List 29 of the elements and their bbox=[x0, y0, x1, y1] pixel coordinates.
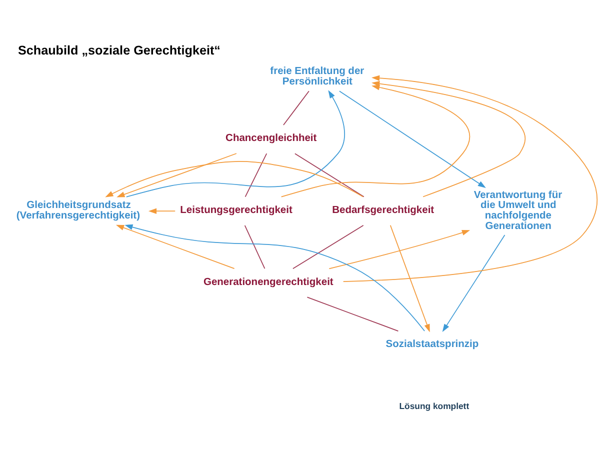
connector bbox=[283, 90, 310, 125]
arrow bbox=[328, 229, 470, 269]
arrow bbox=[442, 234, 506, 332]
arrow bbox=[105, 160, 364, 197]
arrow bbox=[390, 224, 430, 332]
node-text: freie Entfaltung der Persönlichkeit bbox=[270, 66, 364, 87]
arrow bbox=[342, 74, 598, 282]
node-text: Gleichheitsgrundsatz (Verfahrensgerechtigkeit) bbox=[16, 200, 140, 221]
arrow bbox=[116, 152, 237, 197]
diagram-title: Schaubild „soziale Gerechtigkeit“ bbox=[18, 43, 220, 58]
arrow bbox=[372, 80, 526, 197]
node-text: Sozialstaatsprinzip bbox=[386, 338, 479, 350]
connector bbox=[292, 224, 364, 269]
connector bbox=[244, 152, 268, 197]
node-text: Leistungsgerechtigkeit bbox=[180, 204, 292, 216]
connector bbox=[294, 152, 364, 197]
connector bbox=[306, 296, 399, 331]
node-text: Chancengleichheit bbox=[226, 132, 317, 144]
node-text: Bedarfsgerechtigkeit bbox=[332, 204, 434, 216]
arrow bbox=[339, 90, 486, 188]
arrow bbox=[126, 90, 345, 197]
label: Lösung komplett bbox=[399, 400, 470, 411]
arrow bbox=[116, 224, 235, 269]
arrow bbox=[148, 208, 176, 214]
node-text: Generationengerechtigkeit bbox=[203, 276, 334, 288]
arrow bbox=[124, 224, 425, 331]
node-text: Verantwortung für die Umwelt und nachfolgende Generationen bbox=[474, 189, 562, 232]
connector bbox=[244, 224, 266, 269]
arrow bbox=[280, 84, 470, 197]
